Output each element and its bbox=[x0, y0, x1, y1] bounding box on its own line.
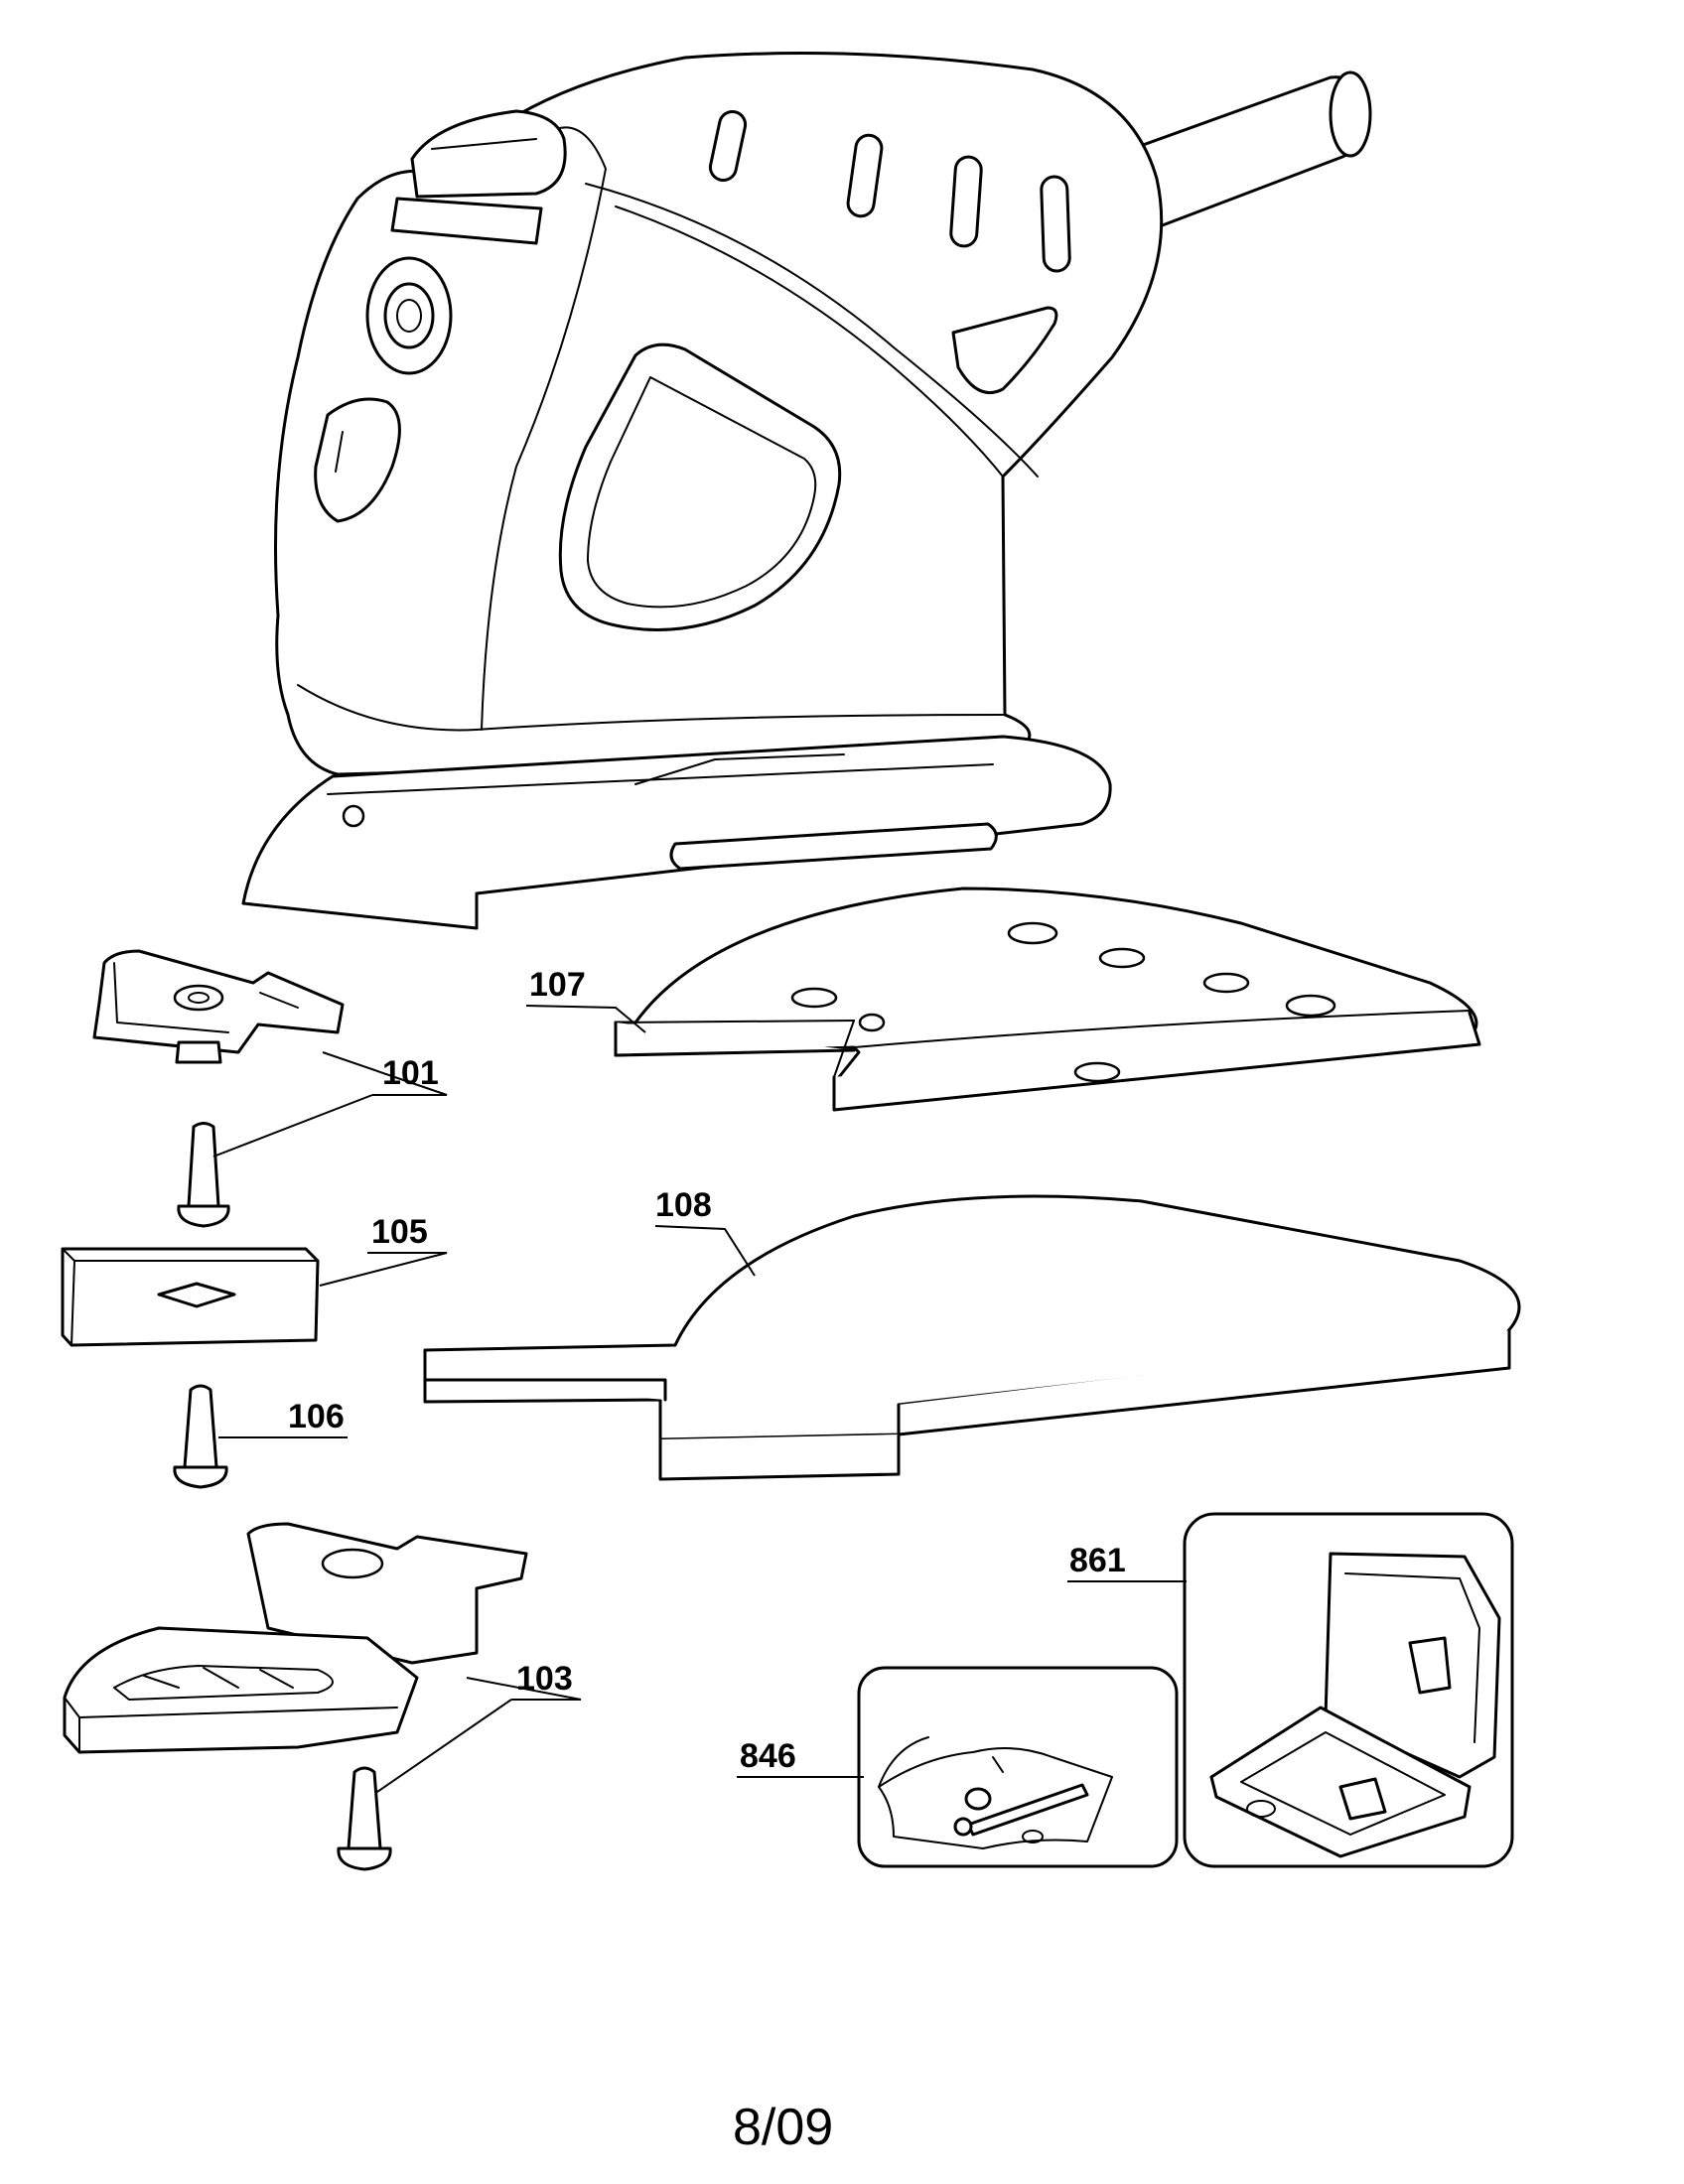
grip-window bbox=[558, 342, 842, 631]
rear-handle bbox=[1130, 70, 1372, 228]
front-shroud bbox=[481, 126, 607, 731]
part-101-finger-attachment bbox=[92, 949, 345, 1064]
release-button bbox=[314, 397, 401, 523]
callout-108: 108 bbox=[655, 1186, 712, 1224]
callout-101: 101 bbox=[382, 1054, 439, 1092]
callout-labels: 107 101 108 105 106 861 103 846 bbox=[288, 966, 1126, 1775]
part-108-sanding-sheet bbox=[423, 1194, 1521, 1481]
callout-107: 107 bbox=[529, 966, 586, 1004]
speed-dial bbox=[365, 256, 453, 375]
part-861-carry-case bbox=[1183, 1512, 1514, 1868]
callout-105: 105 bbox=[371, 1213, 428, 1251]
sander-assembly bbox=[241, 52, 1372, 930]
part-103-detail-attachment bbox=[63, 1522, 528, 1754]
screw-103 bbox=[337, 1766, 392, 1871]
callout-846: 846 bbox=[740, 1737, 796, 1775]
callout-106: 106 bbox=[288, 1398, 345, 1435]
part-105-pad-block bbox=[61, 1247, 320, 1347]
base-plate bbox=[241, 735, 1112, 930]
side-vent bbox=[951, 306, 1058, 394]
part-107-sanding-pad bbox=[614, 887, 1481, 1112]
screw-101 bbox=[177, 1122, 230, 1228]
vent-slots bbox=[708, 109, 1071, 273]
page-code: 8/09 bbox=[733, 2099, 833, 2156]
leader-lines bbox=[212, 1005, 1187, 1793]
part-846-hardware-kit bbox=[857, 1666, 1179, 1868]
callout-861: 861 bbox=[1069, 1542, 1126, 1579]
part-106-screw bbox=[173, 1384, 228, 1489]
callout-103: 103 bbox=[516, 1660, 573, 1698]
power-switch bbox=[390, 109, 567, 245]
